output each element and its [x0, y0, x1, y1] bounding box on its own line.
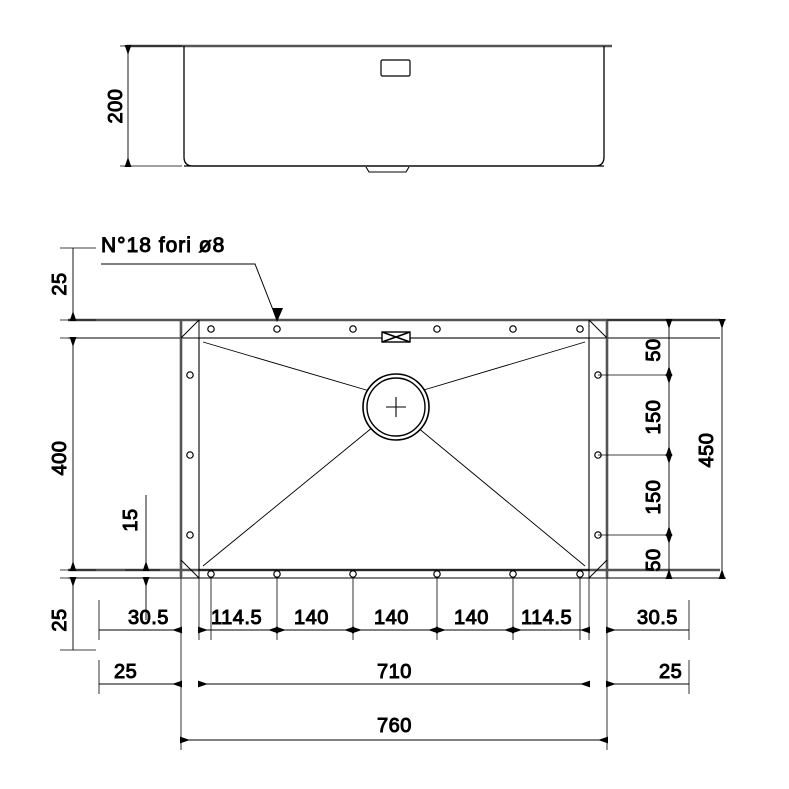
dim-left-top-25-text: 25	[49, 272, 71, 295]
mounting-hole	[207, 570, 215, 578]
holes-note-text: N°18 fori ø8	[101, 234, 225, 257]
dim-bottom-30-5-right-text: 30.5	[637, 607, 678, 629]
dim-rim-15-text: 15	[120, 508, 142, 531]
dim-bottom-140-b-text: 140	[374, 607, 409, 629]
dim-row2-25-left-text: 25	[114, 661, 137, 683]
mounting-hole	[273, 570, 281, 578]
rim-corner-miter-tr	[588, 319, 608, 339]
dim-bottom-140-a-text: 140	[294, 607, 329, 629]
mounting-hole	[273, 325, 281, 333]
rim-corner-miter-br	[588, 559, 608, 579]
mounting-hole	[576, 570, 584, 578]
bottom-dimension-chain: 30.5 114.5 140 140 140 114.5 30.5	[98, 578, 690, 660]
mounting-hole	[576, 325, 584, 333]
mounting-hole	[186, 451, 194, 459]
mounting-hole	[186, 371, 194, 379]
dim-right-50-bottom-text: 50	[643, 548, 665, 571]
holes-note-leader-arrow	[272, 308, 283, 322]
dim-left-400-text: 400	[49, 441, 71, 476]
right-dimension-chain: 50 150 150 50	[598, 319, 673, 579]
mounting-hole	[433, 325, 441, 333]
basin-slope-line-tr	[416, 341, 586, 393]
mounting-hole	[207, 325, 215, 333]
dim-left-bottom-25-text: 25	[49, 608, 71, 631]
dim-right-450-text: 450	[696, 433, 718, 468]
dim-rim-15: 15	[120, 495, 160, 620]
dim-overall-760-text: 760	[377, 715, 412, 737]
mounting-hole	[509, 570, 517, 578]
dim-right-450: 450	[672, 319, 726, 579]
holes-note-leader-line	[101, 263, 278, 321]
basin-slope-line-br	[416, 426, 586, 567]
dim-bottom-30-5-left-text: 30.5	[128, 607, 169, 629]
dim-right-150-lower-text: 150	[643, 480, 665, 515]
dim-bottom-114-5-right-text: 114.5	[521, 607, 572, 629]
dim-row2-25-right-text: 25	[659, 661, 682, 683]
left-dimension-chain: 25 400 25	[49, 247, 96, 651]
dim-right-50-top-text: 50	[643, 338, 665, 361]
dim-elevation-height-200-text: 200	[105, 89, 127, 124]
overflow-slot-icon	[380, 59, 411, 77]
plan-overflow-slot	[381, 331, 411, 343]
mounting-hole	[349, 570, 357, 578]
front-elevation-view	[127, 44, 612, 173]
dim-right-150-upper-text: 150	[643, 400, 665, 435]
dim-elevation-height-200: 200	[105, 45, 182, 167]
mounting-hole	[433, 570, 441, 578]
rim-corner-miter-tl	[180, 319, 200, 339]
basin-opening-rect	[198, 337, 590, 571]
drain-boss-icon	[365, 166, 410, 173]
dim-overall-760: 760	[180, 660, 608, 750]
top-plan-view	[68, 318, 720, 579]
bottom-dimension-row2: 25 710 25	[98, 660, 690, 694]
basin-slope-line-tl	[202, 341, 374, 393]
dim-bottom-114-5-left-text: 114.5	[211, 607, 262, 629]
mounting-hole	[186, 531, 194, 539]
dim-bottom-140-c-text: 140	[454, 607, 489, 629]
mounting-holes-group	[186, 325, 602, 578]
basin-slope-line-bl	[202, 426, 374, 567]
dim-row2-710-text: 710	[377, 661, 412, 683]
elevation-body-outline	[183, 46, 605, 167]
mounting-hole	[509, 325, 517, 333]
mounting-hole	[349, 325, 357, 333]
holes-note-annotation: N°18 fori ø8	[101, 234, 225, 258]
rim-corner-miter-bl	[180, 559, 200, 579]
